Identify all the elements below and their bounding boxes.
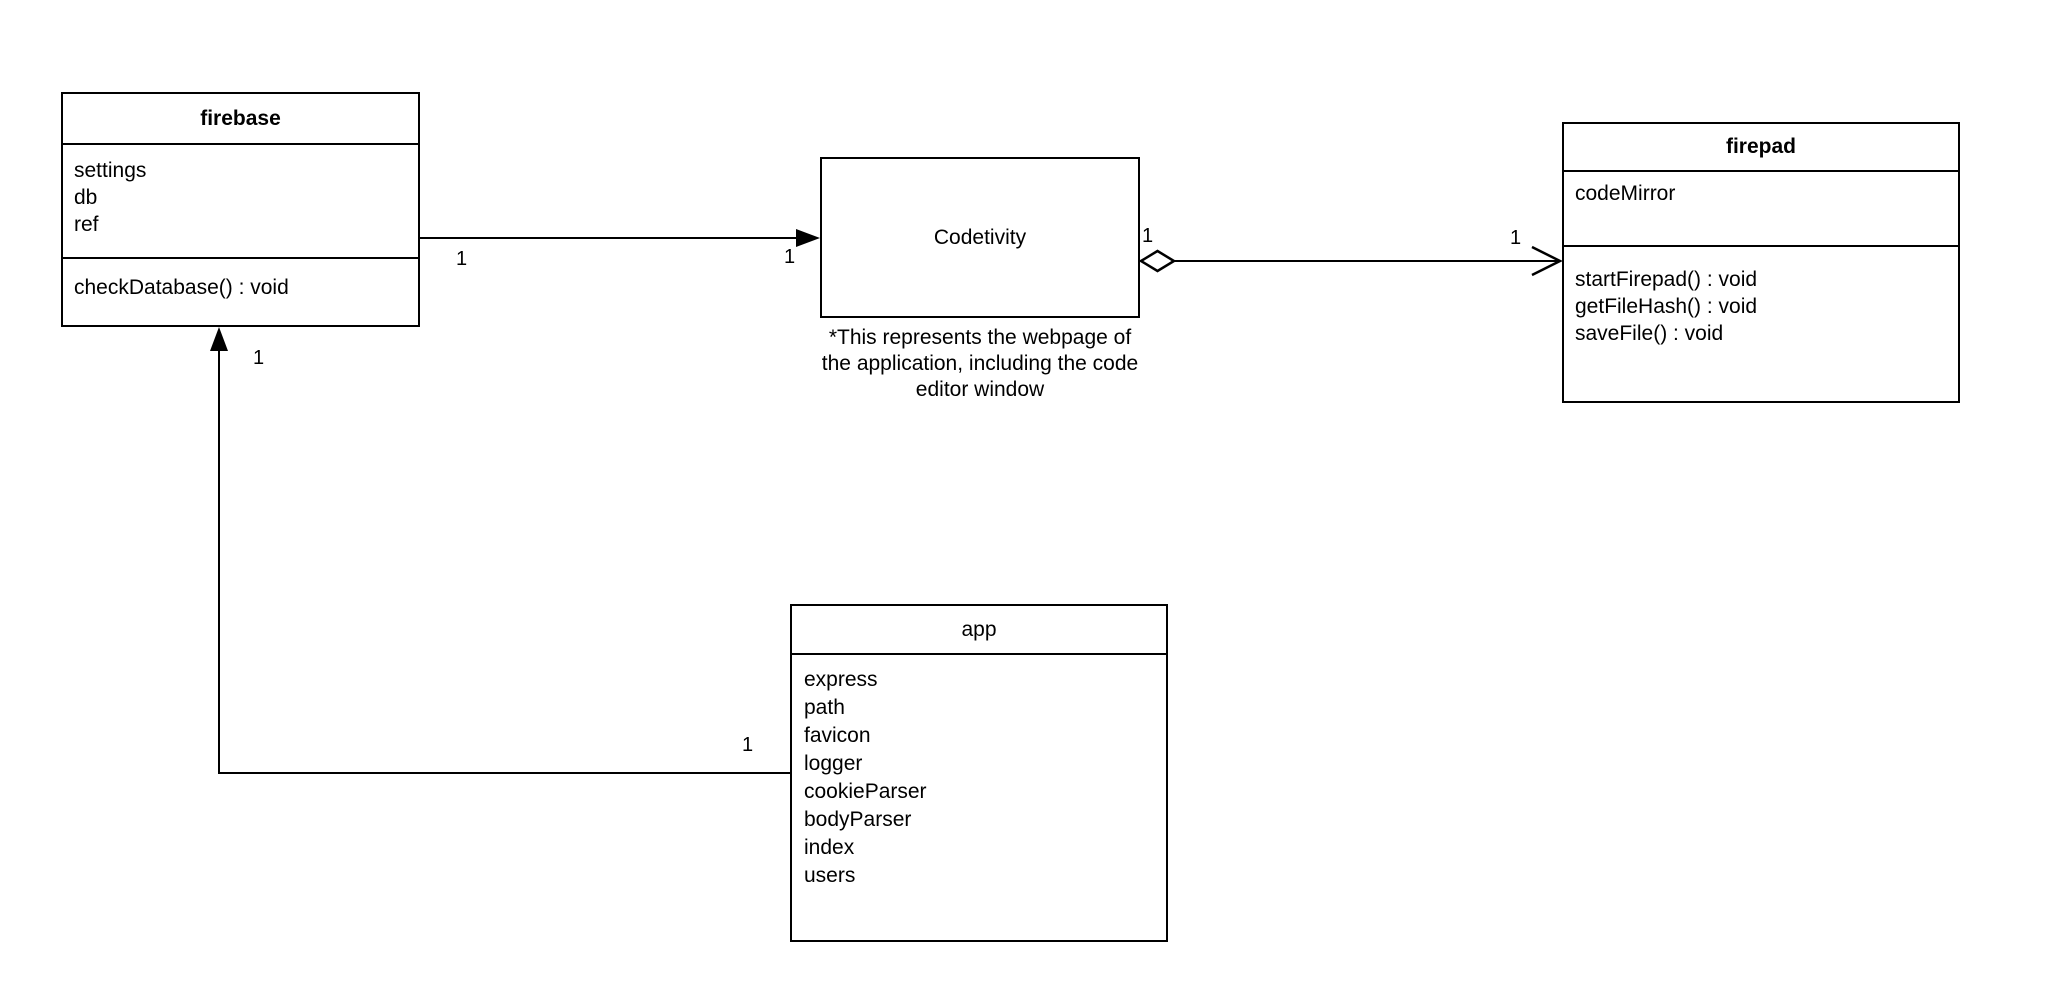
multiplicity-label: 1	[1510, 227, 1522, 249]
method: checkDatabase() : void	[74, 276, 289, 299]
edge-app-to-firebase[interactable]	[210, 327, 790, 774]
note-line: editor window	[915, 378, 1045, 401]
codetivity-note: *This represents the webpage of the appl…	[753, 325, 1207, 403]
attributes-section: express path favicon logger cookieParser…	[792, 655, 1166, 890]
attribute: path	[804, 696, 845, 719]
multiplicity-label: 1	[1142, 225, 1154, 247]
class-title: Codetivity	[933, 225, 1027, 249]
methods-section: startFirepad() : void getFileHash() : vo…	[1564, 247, 1958, 347]
attribute: ref	[74, 213, 99, 236]
methods-section: checkDatabase() : void	[63, 259, 418, 301]
multiplicity-label: 1	[784, 246, 796, 268]
filled-arrowhead-icon	[210, 327, 228, 351]
attribute: settings	[74, 159, 147, 182]
multiplicity-label: 1	[742, 734, 754, 756]
edge-codetivity-to-firepad[interactable]	[1138, 245, 1563, 277]
class-box-codetivity[interactable]: Codetivity	[820, 157, 1140, 318]
attribute: db	[74, 186, 98, 209]
class-box-firepad[interactable]: firepad codeMirror startFirepad() : void…	[1562, 122, 1960, 403]
multiplicity-label: 1	[456, 248, 468, 270]
multiplicity-label: 1	[253, 347, 265, 369]
attribute: bodyParser	[804, 808, 912, 831]
note-line: the application, including the code	[821, 352, 1139, 375]
attribute: codeMirror	[1575, 182, 1676, 205]
attribute: cookieParser	[804, 780, 927, 803]
attribute: favicon	[804, 724, 871, 747]
attribute: express	[804, 668, 878, 691]
class-box-app[interactable]: app express path favicon logger cookiePa…	[790, 604, 1168, 942]
method: saveFile() : void	[1575, 322, 1724, 345]
filled-arrowhead-icon	[796, 229, 820, 247]
class-title: app	[792, 606, 1166, 655]
class-title: firepad	[1564, 124, 1958, 172]
attributes-section: codeMirror	[1564, 172, 1958, 247]
edge-firebase-to-codetivity[interactable]	[420, 229, 820, 247]
open-arrowhead-icon	[1531, 245, 1563, 277]
attribute: users	[804, 864, 856, 887]
note-line: *This represents the webpage of	[828, 326, 1132, 349]
attribute: logger	[804, 752, 863, 775]
method: startFirepad() : void	[1575, 268, 1758, 291]
class-box-firebase[interactable]: firebase settings db ref checkDatabase()…	[61, 92, 420, 327]
method: getFileHash() : void	[1575, 295, 1758, 318]
class-title: firebase	[63, 94, 418, 145]
attributes-section: settings db ref	[63, 145, 418, 259]
aggregation-diamond-icon	[1138, 249, 1177, 273]
attribute: index	[804, 836, 855, 859]
